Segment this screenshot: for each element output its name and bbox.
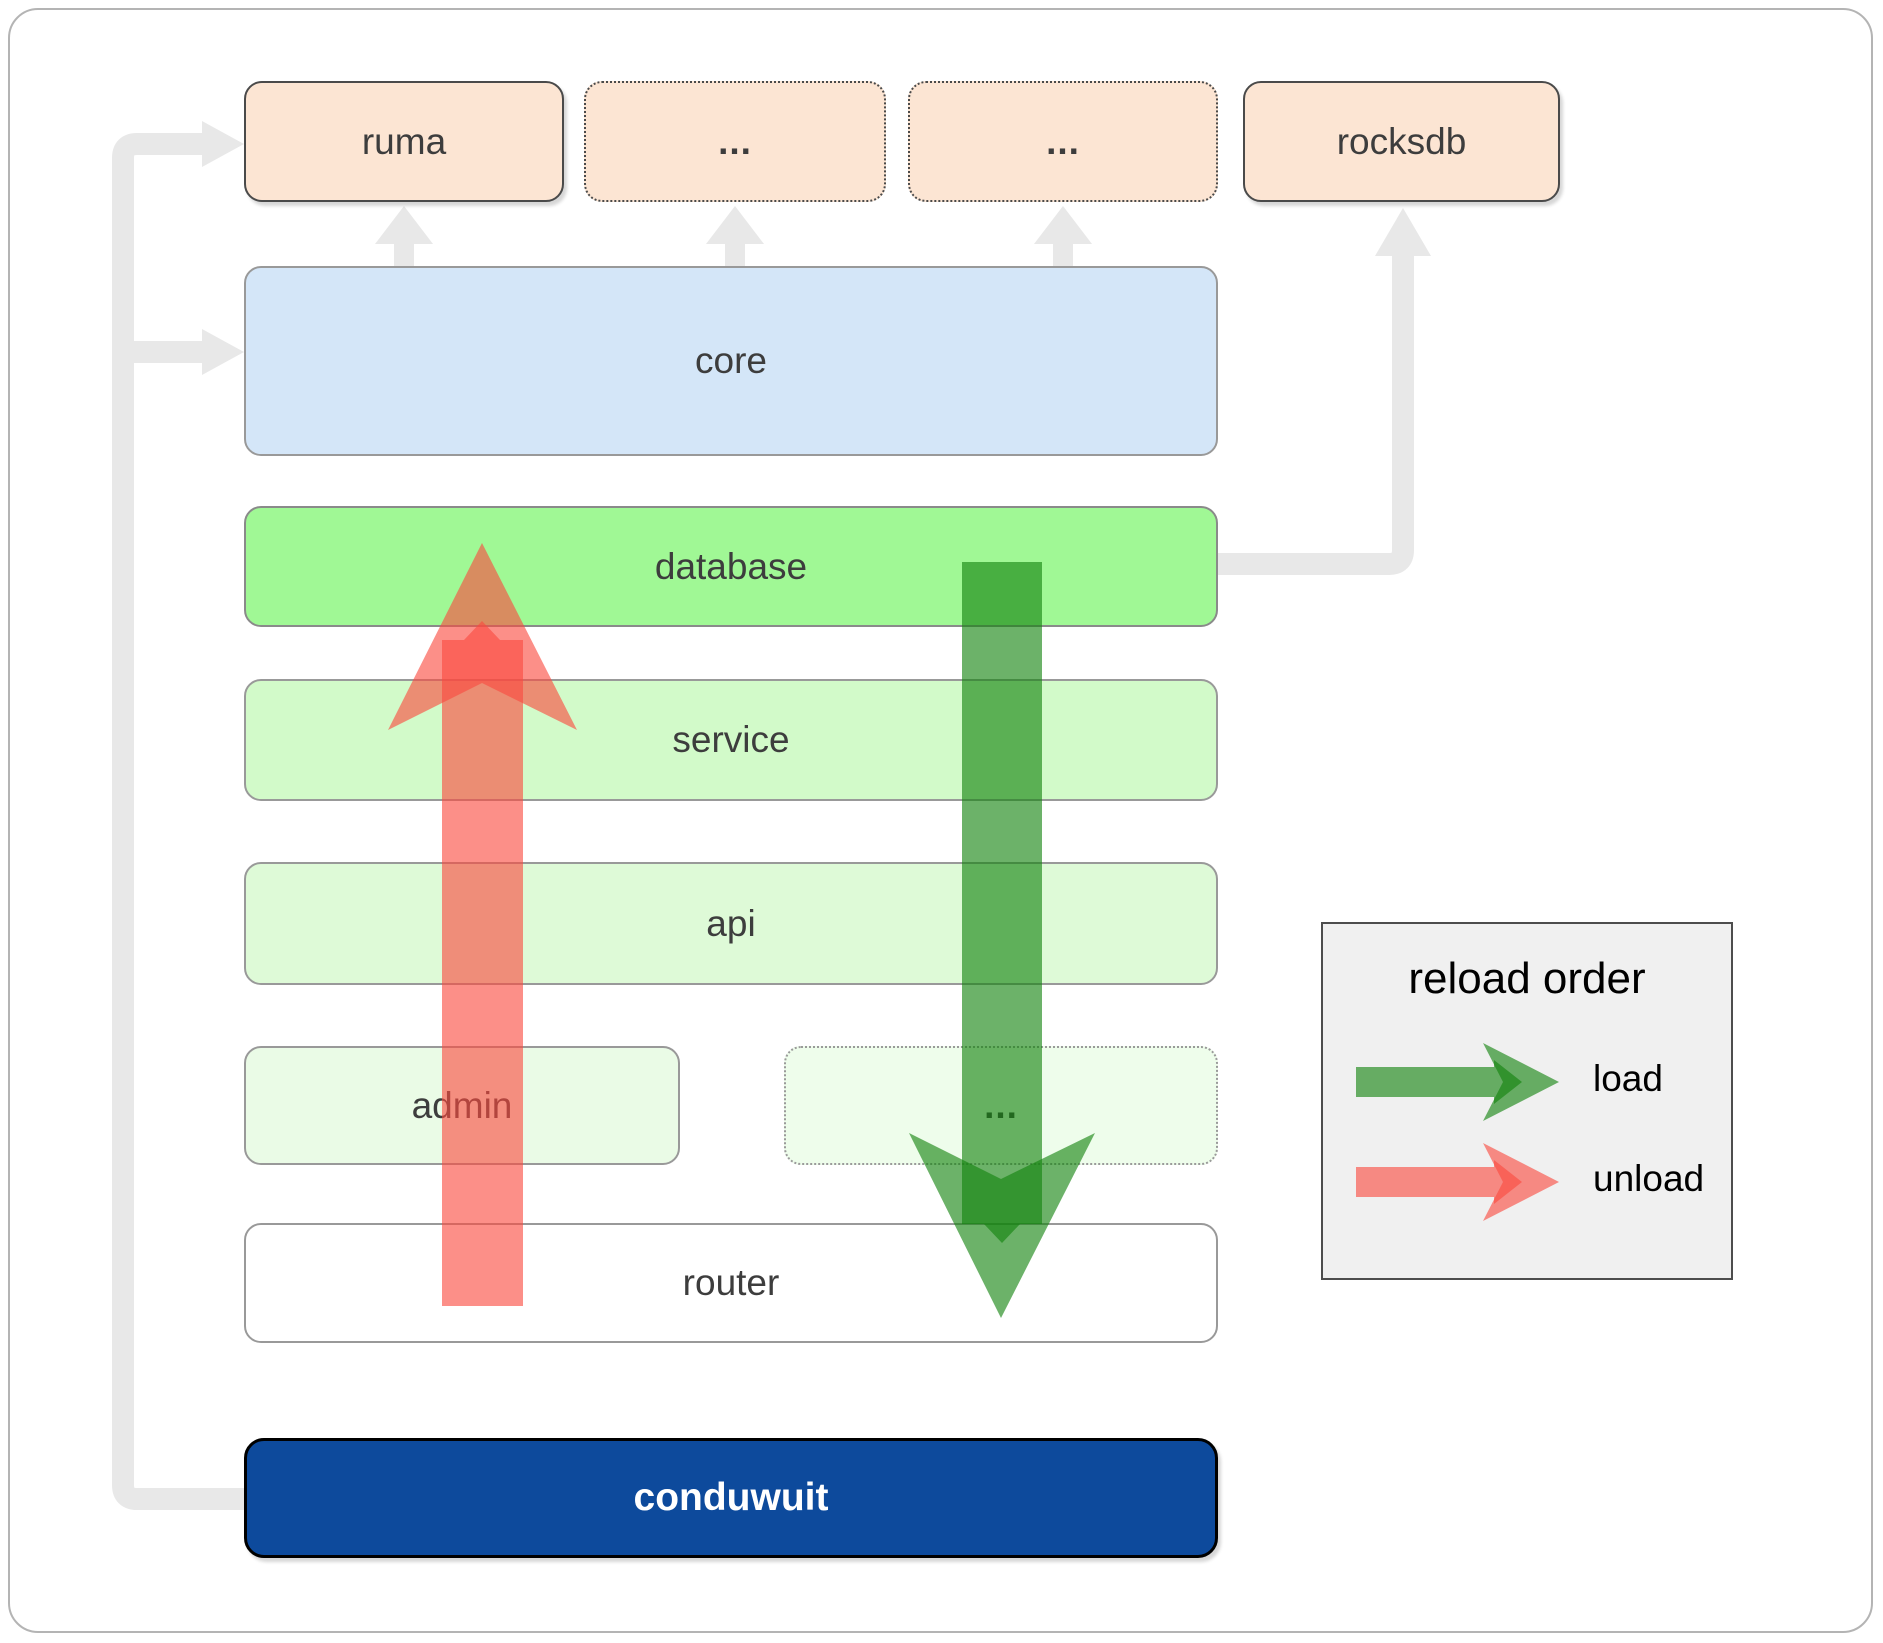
box-database: database bbox=[244, 506, 1218, 627]
box-router: router bbox=[244, 1223, 1218, 1343]
box-crate-ellipsis-2-label: ... bbox=[1046, 120, 1080, 162]
box-conduwuit-label: conduwuit bbox=[633, 1476, 829, 1519]
box-rocksdb: rocksdb bbox=[1243, 81, 1560, 202]
box-api: api bbox=[244, 862, 1218, 985]
box-admin-ellipsis-label: ... bbox=[984, 1084, 1018, 1126]
box-core: core bbox=[244, 266, 1218, 456]
box-service: service bbox=[244, 679, 1218, 801]
box-service-label: service bbox=[672, 719, 790, 760]
box-rocksdb-label: rocksdb bbox=[1336, 120, 1467, 162]
box-router-label: router bbox=[682, 1262, 780, 1303]
legend-item-load: load bbox=[1593, 1058, 1663, 1099]
legend-title: reload order bbox=[1408, 954, 1646, 1003]
box-admin-label: admin bbox=[411, 1084, 513, 1126]
box-core-label: core bbox=[695, 340, 767, 381]
box-crate-ellipsis-2: ... bbox=[908, 81, 1218, 202]
box-database-label: database bbox=[654, 545, 808, 587]
box-ruma: ruma bbox=[244, 81, 564, 202]
box-api-label: api bbox=[706, 902, 756, 944]
box-admin-ellipsis: ... bbox=[784, 1046, 1218, 1165]
box-admin: admin bbox=[244, 1046, 680, 1165]
box-crate-ellipsis-1-label: ... bbox=[718, 120, 752, 162]
box-conduwuit: conduwuit bbox=[244, 1438, 1218, 1558]
box-ruma-label: ruma bbox=[361, 120, 447, 162]
box-crate-ellipsis-1: ... bbox=[584, 81, 886, 202]
legend: reload order bbox=[1321, 922, 1733, 1280]
diagram-frame bbox=[8, 8, 1873, 1633]
legend-item-unload: unload bbox=[1593, 1158, 1705, 1199]
